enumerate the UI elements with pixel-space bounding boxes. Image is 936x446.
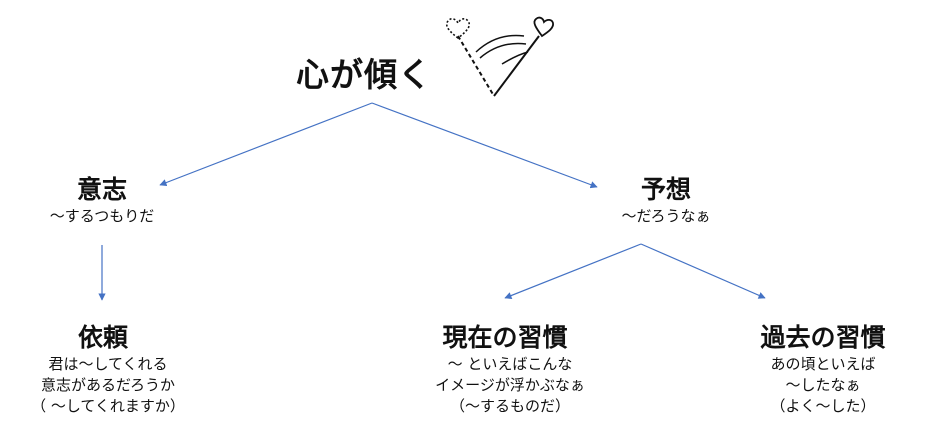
node-request-title: 依頼 <box>77 323 128 352</box>
node-request-line-3: （ 〜してくれますか） <box>31 397 185 415</box>
node-request-body: 君は〜してくれる 意志があるだろうか （ 〜してくれますか） <box>8 354 208 417</box>
node-present-title: 現在の習慣 <box>442 323 568 352</box>
heart-arrow-icon <box>445 16 554 97</box>
page-title: 心が傾く <box>296 55 432 94</box>
edge-title-to-will <box>159 102 373 187</box>
node-request-line-1: 君は〜してくれる <box>48 355 168 373</box>
node-present-line-1: 〜 といえばこんな <box>447 355 573 373</box>
node-past-line-2: 〜したなぁ <box>785 376 861 394</box>
node-will-sub: 〜するつもりだ <box>49 207 155 225</box>
edge-title-to-guess <box>371 102 598 189</box>
node-past-line-3: （よく〜した） <box>770 397 876 415</box>
node-will-title: 意志 <box>76 175 127 204</box>
edge-guess-to-past <box>640 243 766 299</box>
node-present-line-2: イメージが浮かぶなぁ <box>435 376 585 394</box>
node-past-title: 過去の習慣 <box>760 323 886 352</box>
node-past-line-1: あの頃といえば <box>770 355 876 373</box>
node-guess-title: 予想 <box>640 175 691 204</box>
node-past-body: あの頃といえば 〜したなぁ （よく〜した） <box>733 354 913 417</box>
edge-guess-to-present <box>504 243 642 299</box>
node-present-line-3: （〜するものだ） <box>449 397 570 415</box>
node-request-line-2: 意志があるだろうか <box>40 376 176 394</box>
node-guess-sub: 〜だろうなぁ <box>621 207 711 225</box>
node-present-body: 〜 といえばこんな イメージが浮かぶなぁ （〜するものだ） <box>400 354 620 417</box>
